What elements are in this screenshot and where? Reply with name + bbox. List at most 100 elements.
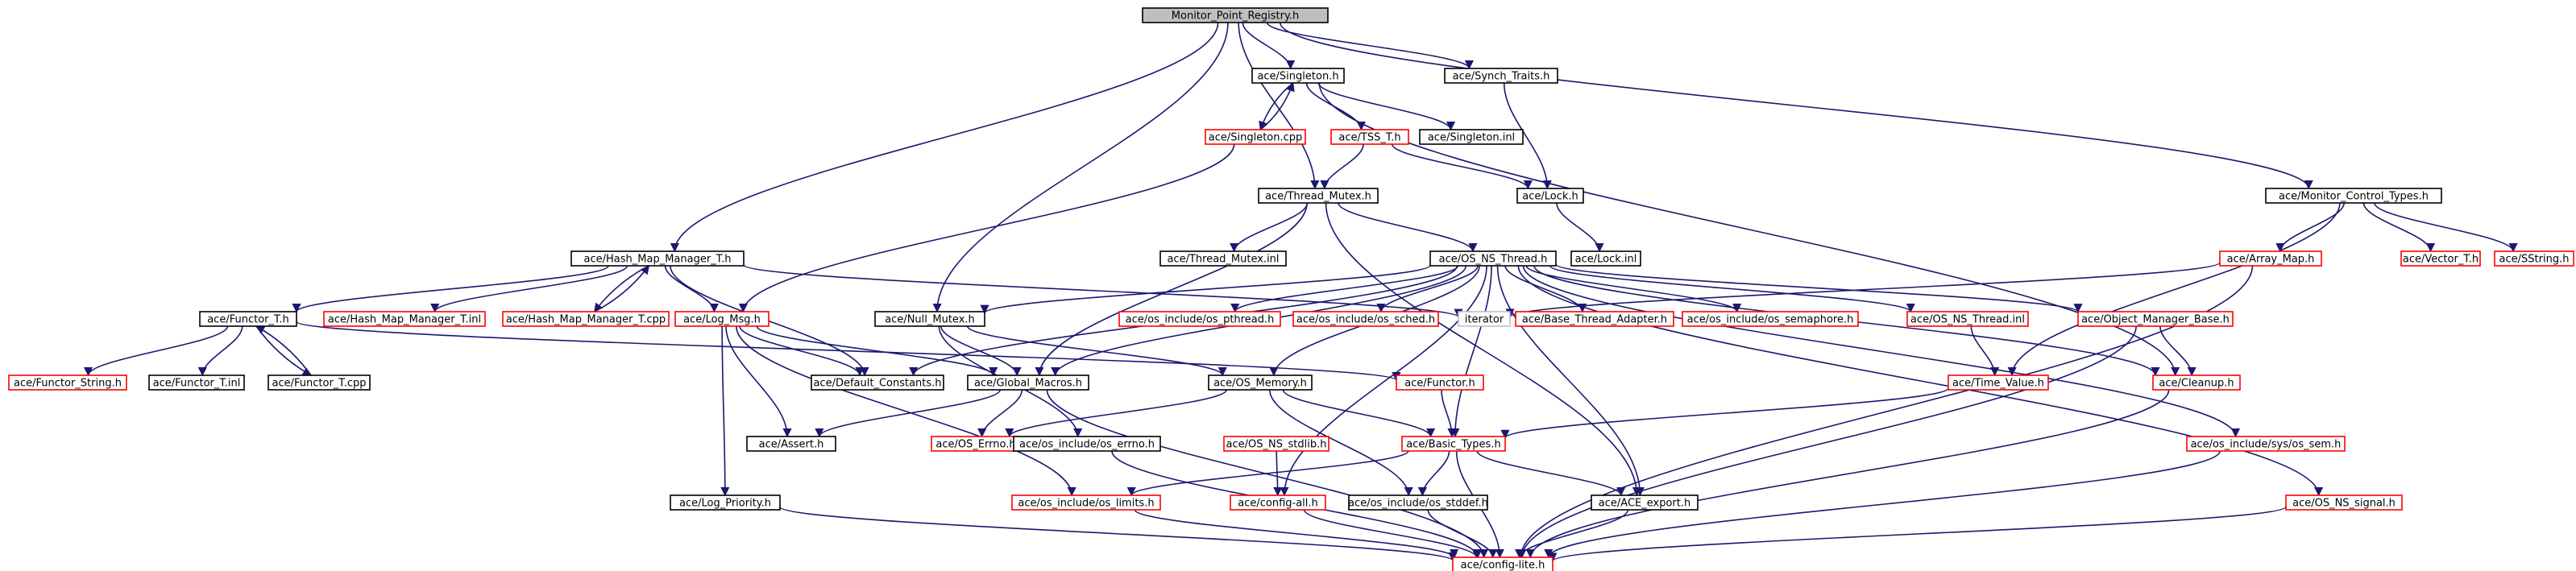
node-functor-t-cpp[interactable]: ace/Functor_T.cpp [268,374,371,391]
node-os-include-errno[interactable]: ace/os_include/os_errno.h [1013,436,1161,452]
edge-os_ns_thread-to-object_mgr_base [1555,263,2083,313]
node-base-thread-adapter[interactable]: ace/Base_Thread_Adapter.h [1515,311,1674,327]
node-os-errno[interactable]: ace/OS_Errno.h [931,436,1021,452]
node-label: ace/Hash_Map_Manager_T.h [584,254,732,266]
node-lock-inl[interactable]: ace/Lock.inl [1570,250,1641,267]
node-hash-map-cpp[interactable]: ace/Hash_Map_Manager_T.cpp [502,311,670,327]
node-box [1223,436,1329,452]
node-os-ns-stdlib[interactable]: ace/OS_NS_stdlib.h [1223,436,1329,452]
node-box [2400,250,2481,267]
node-os-stddef[interactable]: ace/os_include/os_stddef.h [1348,494,1488,511]
node-label: ace/Functor_String.h [14,378,122,390]
node-box [2152,374,2241,391]
node-ace-export[interactable]: ace/ACE_export.h [1591,494,1699,511]
node-os-ns-signal[interactable]: ace/OS_NS_signal.h [2285,494,2403,511]
node-sstring[interactable]: ace/SString.h [2494,250,2574,267]
node-null-mutex[interactable]: ace/Null_Mutex.h [874,311,985,327]
node-time-value[interactable]: ace/Time_Value.h [1948,374,2049,391]
node-assert-h[interactable]: ace/Assert.h [746,436,836,452]
node-label: ace/os_include/os_sched.h [1296,314,1435,326]
node-tss-t[interactable]: ace/TSS_T.h [1330,129,1409,145]
node-config-lite[interactable]: ace/config-lite.h [1452,557,1553,571]
edge-thread_mutex-to-global_macros [1035,202,1308,377]
node-hash-map-mgr[interactable]: ace/Hash_Map_Manager_T.h [570,250,745,267]
node-box [1348,494,1488,511]
node-functor-t[interactable]: ace/Functor_T.h [199,311,297,327]
node-box [2285,494,2403,511]
node-label: ace/os_include/os_semaphore.h [1687,314,1854,326]
edge-monitor_ctrl-to-vector_t [2362,202,2436,253]
edge-functor_t-to-functor_t_cpp [255,325,312,376]
node-os-sys-sem[interactable]: ace/os_include/sys/os_sem.h [2186,436,2346,452]
node-functor-h[interactable]: ace/Functor.h [1396,374,1484,391]
node-synch-traits[interactable]: ace/Synch_Traits.h [1444,68,1558,84]
node-label: ace/config-lite.h [1461,560,1545,571]
node-label: ace/Lock.h [1522,191,1578,203]
edge-basic_types-to-ace_export [1476,450,1626,497]
node-os-sched[interactable]: ace/os_include/os_sched.h [1292,311,1439,327]
edge-hash_map_mgr-to-hash_map_inl [430,265,628,313]
node-label: ace/OS_NS_Thread.h [1439,254,1548,266]
node-os-pthread[interactable]: ace/os_include/os_pthread.h [1118,311,1281,327]
edge-lock_h-to-lock_inl [1556,202,1604,253]
node-functor-string[interactable]: ace/Functor_String.h [8,374,127,391]
edge-os_ns_thread-to-os_pthread [1230,265,1459,313]
node-box [2494,250,2574,267]
node-box [199,311,297,327]
node-label: ace/os_include/os_stddef.h [1348,498,1488,510]
node-singleton-cpp[interactable]: ace/Singleton.cpp [1205,129,1306,145]
edge-singleton_cpp-to-singleton_h [1259,81,1295,130]
node-os-limits[interactable]: ace/os_include/os_limits.h [1011,494,1161,511]
edge-object_mgr_base-to-config_lite [1517,325,2137,559]
edge-os_ns_thread-to-config_all [1280,265,1487,497]
node-label: Monitor_Point_Registry.h [1172,10,1299,23]
edges-layer [84,22,2518,562]
edge-log_msg-to-os_limits [736,325,1076,497]
node-root[interactable]: Monitor_Point_Registry.h [1142,7,1329,23]
node-basic-types[interactable]: ace/Basic_Types.h [1401,436,1506,452]
node-label: ace/Array_Map.h [2227,254,2315,266]
edge-os_ns_thread-to-ace_export [1496,265,1645,497]
node-box [2186,436,2346,452]
node-thread-mutex[interactable]: ace/Thread_Mutex.h [1258,188,1379,204]
node-label: ace/ACE_export.h [1599,498,1690,510]
edge-basic_types-to-os_limits [1126,450,1409,497]
node-os-memory[interactable]: ace/OS_Memory.h [1208,374,1313,391]
node-cleanup[interactable]: ace/Cleanup.h [2152,374,2241,391]
node-object-mgr-base[interactable]: ace/Object_Manager_Base.h [2077,311,2234,327]
node-hash-map-inl[interactable]: ace/Hash_Map_Manager_T.inl [323,311,486,327]
node-vector-t[interactable]: ace/Vector_T.h [2400,250,2481,267]
node-label: ace/Hash_Map_Manager_T.inl [328,314,481,326]
node-box [2219,250,2322,267]
edge-singleton_h-to-singleton_inl [1317,82,1456,131]
node-os-ns-thread-inl[interactable]: ace/OS_NS_Thread.inl [1906,311,2029,327]
edge-singleton_cpp-to-log_msg [738,143,1235,313]
edge-thread_mutex-to-thread_mutex_inl [1230,202,1309,253]
node-box [8,374,127,391]
node-os-semaphore[interactable]: ace/os_include/os_semaphore.h [1682,311,1859,327]
node-label: ace/Thread_Mutex.inl [1167,254,1279,266]
edge-log_priority-to-config_lite [779,506,1458,562]
node-label: ace/TSS_T.h [1338,132,1400,144]
node-os-ns-thread[interactable]: ace/OS_NS_Thread.h [1429,250,1557,267]
edge-os_ns_thread-to-base_thread_adapter [1504,265,1587,313]
node-array-map[interactable]: ace/Array_Map.h [2219,250,2322,267]
node-label: ace/SString.h [2499,254,2570,266]
node-singleton-inl[interactable]: ace/Singleton.inl [1419,129,1524,145]
node-box [1515,311,1674,327]
node-iterator[interactable]: iterator [1458,311,1511,327]
node-functor-t-inl[interactable]: ace/Functor_T.inl [148,374,245,391]
edge-root-to-hash_map_mgr [670,22,1219,253]
node-default-constants[interactable]: ace/Default_Constants.h [811,374,944,391]
node-box [570,250,745,267]
node-monitor-ctrl[interactable]: ace/Monitor_Control_Types.h [2265,188,2442,204]
node-log-msg[interactable]: ace/Log_Msg.h [674,311,769,327]
node-lock-h[interactable]: ace/Lock.h [1516,188,1584,204]
node-global-macros[interactable]: ace/Global_Macros.h [967,374,1089,391]
node-log-priority[interactable]: ace/Log_Priority.h [670,494,781,511]
node-box [811,374,944,391]
node-thread-mutex-inl[interactable]: ace/Thread_Mutex.inl [1159,250,1287,267]
node-singleton-h[interactable]: ace/Singleton.h [1251,68,1345,84]
edge-monitor_ctrl-to-sstring [2374,202,2518,253]
node-config-all[interactable]: ace/config-all.h [1230,494,1326,511]
